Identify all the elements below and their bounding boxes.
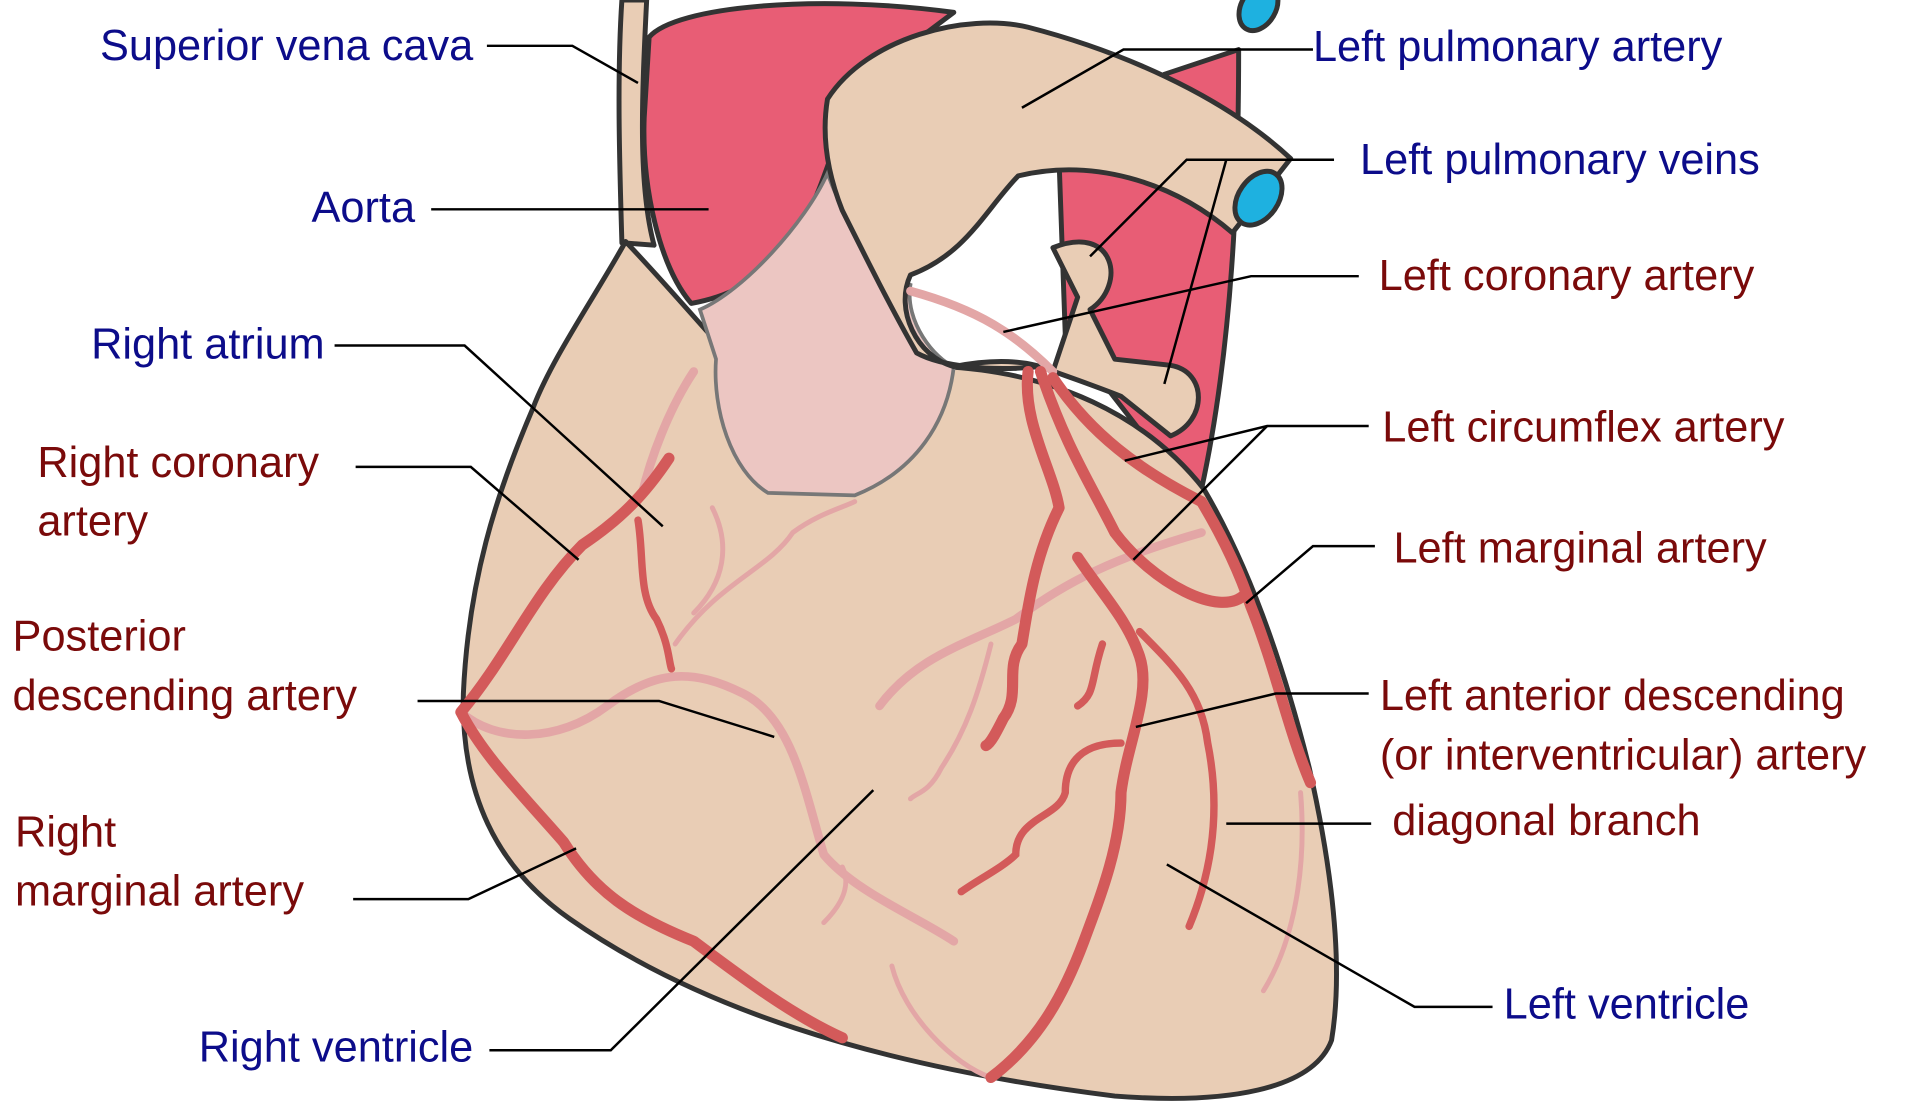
label-right-ventricle: Right ventricle bbox=[199, 1024, 474, 1072]
pulmonary-vein-lumen-upper bbox=[1236, 0, 1281, 34]
label-diagonal-branch: diagonal branch bbox=[1392, 797, 1700, 845]
posterior-vessels bbox=[456, 286, 1305, 1080]
label-posterior-descending-2: descending artery bbox=[13, 672, 358, 720]
label-right-marginal-1: Right bbox=[15, 808, 116, 856]
label-left-anterior-descending-1: Left anterior descending bbox=[1380, 672, 1845, 720]
label-posterior-descending-1: Posterior bbox=[13, 613, 186, 661]
label-left-marginal-artery: Left marginal artery bbox=[1393, 525, 1767, 573]
label-left-circumflex-artery: Left circumflex artery bbox=[1382, 403, 1784, 451]
leader-lines bbox=[334, 44, 1493, 1052]
label-left-pulmonary-veins: Left pulmonary veins bbox=[1360, 136, 1760, 184]
label-left-anterior-descending-2: (or interventricular) artery bbox=[1380, 731, 1867, 779]
label-right-atrium: Right atrium bbox=[91, 320, 325, 368]
label-left-pulmonary-artery: Left pulmonary artery bbox=[1313, 23, 1723, 71]
superior-vena-cava bbox=[616, 0, 657, 248]
label-right-marginal-2: marginal artery bbox=[15, 868, 304, 916]
pulmonary-vein-lumen-lower bbox=[1232, 168, 1285, 228]
label-right-coronary-artery-1: Right coronary bbox=[37, 439, 319, 487]
coronary-arteries bbox=[455, 365, 1317, 1084]
label-right-coronary-artery-2: artery bbox=[37, 497, 148, 545]
pulmonary-trunk-base bbox=[697, 168, 956, 498]
label-left-coronary-artery: Left coronary artery bbox=[1379, 252, 1755, 300]
label-left-ventricle: Left ventricle bbox=[1504, 980, 1750, 1028]
label-superior-vena-cava: Superior vena cava bbox=[100, 22, 474, 70]
pulmonary-artery bbox=[822, 20, 1294, 439]
label-aorta: Aorta bbox=[312, 184, 416, 232]
